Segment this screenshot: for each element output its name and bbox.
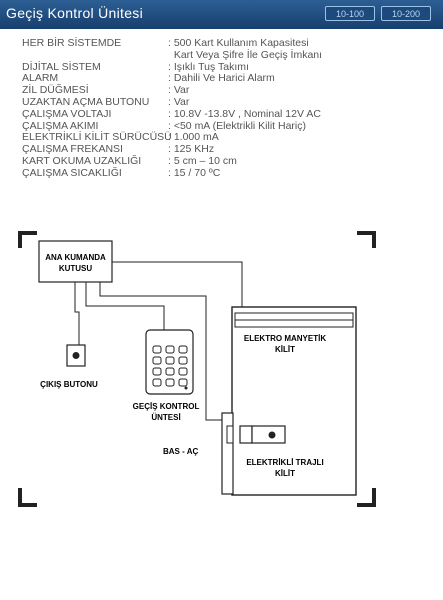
spec-row: UZAKTAN AÇMA BUTONU : Var — [22, 95, 422, 109]
spec-value: : 125 KHz — [168, 143, 215, 156]
spec-row: ÇALIŞMA FREKANSI : 125 KHz — [22, 143, 422, 156]
magnetic-lock-label-line1: ELEKTRO MANYETİK — [244, 334, 326, 343]
spec-row: HER BİR SİSTEMDE : 500 Kart Kullanım Kapa… — [22, 37, 422, 50]
spec-label: HER BİR SİSTEMDE — [22, 37, 122, 49]
spec-row: ELEKTRİKLİ KİLİT SÜRÜCÜSÜ: 1.000 mA — [22, 132, 422, 144]
spec-value: : Işıklı Tuş Takımı — [168, 60, 249, 73]
spec-row: ÇALIŞMA VOLTAJI : 10.8V -13.8V , Nominal … — [22, 107, 422, 121]
spec-value: : <50 mA (Elektrikli Kilit Hariç) — [168, 119, 306, 132]
door — [231, 306, 357, 496]
main-control-box — [38, 240, 113, 283]
spec-value: Kart Veya Şifre İle Geçiş İmkanı — [168, 48, 323, 61]
main-box-label-line1: ANA KUMANDA — [45, 253, 106, 262]
strike-lock-label-line1: ELEKTRİKLİ TRAJLI — [246, 458, 323, 467]
spec-value: : 1.000 mA — [168, 131, 219, 144]
frame-corners — [18, 231, 376, 507]
strike-lock-cylinder — [268, 431, 276, 439]
spec-value: : 10.8V -13.8V , Nominal 12V AC — [168, 107, 321, 120]
strike-lock-body — [239, 425, 253, 444]
spec-label: DİJİTAL SİSTEM — [22, 60, 101, 73]
corner-bottom-left — [18, 488, 37, 507]
spec-label: ELEKTRİKLİ KİLİT SÜRÜCÜSÜ — [22, 131, 172, 144]
tab-10-200[interactable]: 10-200 — [381, 6, 431, 21]
spec-row: ÇALIŞMA AKIMI : <50 mA (Elektrikli Kilit … — [22, 119, 422, 133]
magnetic-lock-label-line2: KİLİT — [275, 345, 295, 354]
spec-value: : Var — [168, 95, 190, 108]
spec-row: Kart Veya Şifre İle Geçiş İmkanı — [22, 48, 422, 62]
spec-label: ALARM — [22, 72, 59, 85]
strike-lock-label-line2: KİLİT — [275, 469, 295, 478]
spec-value: : 5 cm – 10 cm — [168, 154, 237, 167]
wire-to-magnetic-lock — [110, 261, 243, 307]
strike-plate — [226, 425, 234, 444]
access-unit-label-line2: ÜNTESİ — [151, 413, 180, 422]
wire-to-exit-button — [74, 282, 80, 345]
spec-row: ÇALIŞMA SICAKLIĞI : 15 / 70 ºC — [22, 166, 422, 180]
exit-button-knob — [72, 352, 80, 359]
exit-button-label: ÇIKIŞ BUTONU — [40, 380, 98, 389]
corner-bottom-right — [357, 488, 376, 507]
page-title: Geçiş Kontrol Ünitesi — [6, 5, 144, 21]
spec-row: ALARM : Dahili Ve Harici Alarm — [22, 73, 422, 85]
spec-label: ÇALIŞMA FREKANSI — [22, 143, 123, 156]
main-box-label-line2: KUTUSU — [59, 264, 93, 273]
spec-value: : 500 Kart Kullanım Kapasitesi — [168, 37, 309, 49]
corner-top-left — [18, 231, 37, 248]
strike-lock-housing — [251, 425, 286, 444]
corner-top-right — [357, 231, 376, 248]
spec-row: KART OKUMA UZAKLIĞI : 5 cm – 10 cm — [22, 154, 422, 168]
spec-row: DİJİTAL SİSTEM : Işıklı Tuş Takımı — [22, 60, 422, 74]
spec-label: ÇALIŞMA SICAKLIĞI — [22, 166, 122, 179]
wire-to-strike-lock — [99, 282, 222, 421]
keypad-buttons — [152, 345, 188, 387]
wire-to-access-unit — [85, 282, 165, 330]
door-frame-strip — [221, 412, 234, 495]
keypad-led — [184, 386, 188, 390]
spec-list: HER BİR SİSTEMDE : 500 Kart Kullanım Kapa… — [22, 37, 422, 180]
spec-value: : Dahili Ve Harici Alarm — [168, 72, 275, 85]
spec-label: UZAKTAN AÇMA BUTONU — [22, 95, 150, 108]
header-bar: Geçiş Kontrol Ünitesi 10-100 10-200 — [0, 0, 443, 29]
spec-row: ZİL DÜĞMESİ : Var — [22, 84, 422, 97]
tab-10-100[interactable]: 10-100 — [325, 6, 375, 21]
push-open-label: BAS - AÇ — [163, 447, 198, 456]
spec-value: : 15 / 70 ºC — [168, 166, 221, 179]
spec-label: ÇALIŞMA VOLTAJI — [22, 107, 112, 120]
access-unit-label-line1: GEÇİŞ KONTROL — [133, 402, 200, 411]
spec-label: ZİL DÜĞMESİ — [22, 84, 89, 97]
spec-label: KART OKUMA UZAKLIĞI — [22, 154, 142, 167]
wiring-lines — [74, 261, 243, 421]
spec-value: : Var — [168, 84, 190, 97]
spec-label: ÇALIŞMA AKIMI — [22, 119, 99, 132]
